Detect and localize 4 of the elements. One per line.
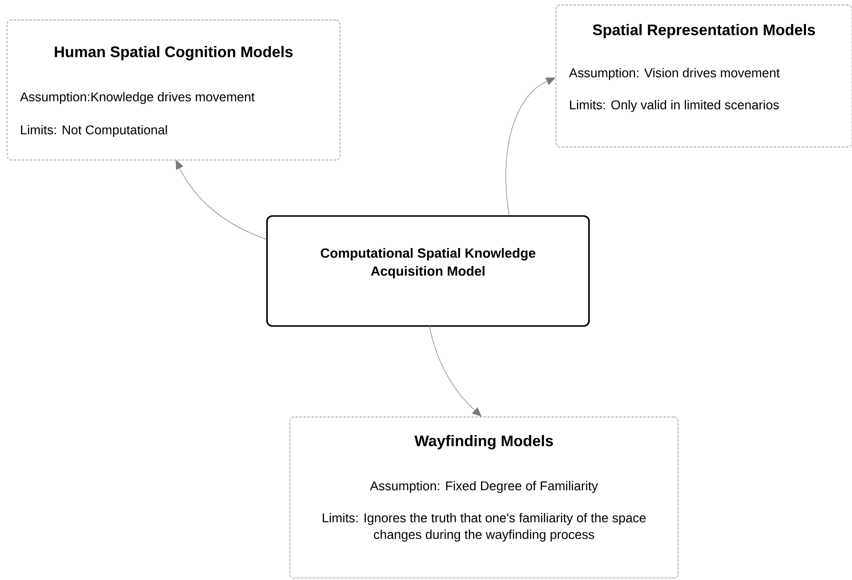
model-box: Wayfinding Models Assumption: Fixed Degree of Familiarity Limits: Ignores the truth that one's familiarity of the space changes during the wayfinding process <box>290 416 678 578</box>
model-box: Spatial Representation Models Assumption: Vision drives movement Limits: Only valid in limited scenarios <box>556 4 852 148</box>
model-box: Human Spatial Cognition Models Assumption:Knowledge drives movement Limits: Not Computational <box>6 20 340 160</box>
central-box: Computational Spatial Knowledge Acquisition Model <box>266 215 590 327</box>
